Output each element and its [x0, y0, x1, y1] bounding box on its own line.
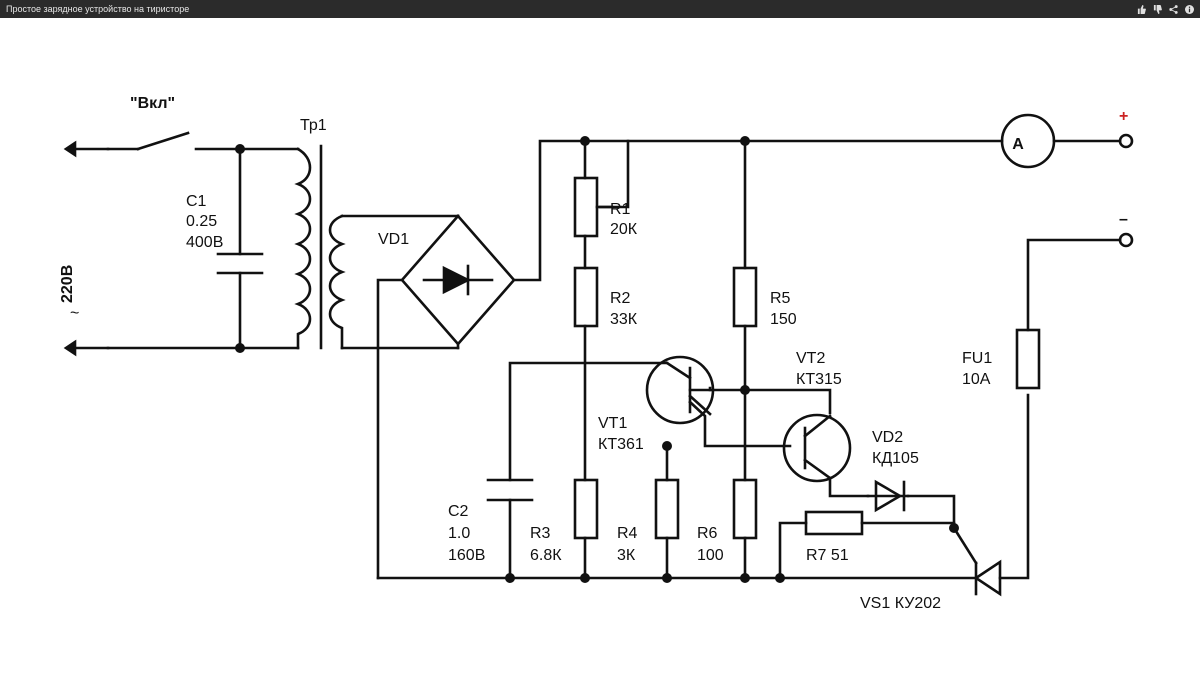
transformer-primary: [294, 147, 312, 350]
c2-name: C2: [448, 503, 469, 520]
resistor-r5: [732, 266, 758, 328]
resistor-r7: [804, 510, 864, 536]
resistor-r3: [573, 478, 599, 540]
r5-value: 150: [770, 311, 797, 328]
output-terminal-minus: [1118, 232, 1134, 248]
vt2-name: VT2: [796, 350, 825, 367]
resistor-r6: [732, 478, 758, 540]
ammeter-label: A: [1012, 136, 1024, 153]
capacitor-c2: [486, 478, 534, 502]
info-icon[interactable]: [1184, 4, 1194, 14]
r1-value: 20К: [610, 221, 638, 238]
resistor-r2: [573, 266, 599, 328]
resistor-r4: [654, 478, 680, 540]
r6-value: 100: [697, 547, 724, 564]
fuse-fu1: [1015, 328, 1041, 390]
r6-name: R6: [697, 525, 718, 542]
tr1-name: Тр1: [300, 117, 327, 134]
fu1-value: 10А: [962, 371, 991, 388]
vt1-name: VT1: [598, 415, 627, 432]
vt1-value: КТ361: [598, 436, 644, 453]
resistor-r1: [573, 176, 599, 238]
transistor-vt2: [782, 413, 852, 483]
r1-name: R1: [610, 201, 631, 218]
video-title: Простое зарядное устройство на тиристоре: [6, 4, 190, 14]
capacitor-c1: [216, 252, 264, 275]
r2-value: 33К: [610, 311, 638, 328]
c2-voltage: 160В: [448, 547, 485, 564]
r2-name: R2: [610, 290, 631, 307]
mains-voltage-label: 220В: [59, 265, 76, 303]
c1-voltage: 400В: [186, 234, 223, 251]
plus-sign: +: [1119, 108, 1128, 125]
video-title-bar: Простое зарядное устройство на тиристоре: [0, 0, 1200, 18]
output-terminal-plus: [1118, 133, 1134, 149]
fu1-name: FU1: [962, 350, 992, 367]
r4-name: R4: [617, 525, 638, 542]
thumbs-down-icon[interactable]: [1152, 4, 1162, 14]
thyristor-vs1: [952, 526, 978, 565]
video-frame[interactable]: "Вкл" 220В ~ C1 0.25 400В Тр1 VD1 R1 20К…: [0, 18, 1200, 675]
r4-value: 3К: [617, 547, 636, 564]
r3-name: R3: [530, 525, 551, 542]
ac-symbol: ~: [70, 305, 79, 322]
vd2-name: VD2: [872, 429, 903, 446]
r5-name: R5: [770, 290, 791, 307]
r3-value: 6.8К: [530, 547, 562, 564]
vt2-value: КТ315: [796, 371, 842, 388]
r7-label: R7 51: [806, 547, 849, 564]
circuit-schematic: "Вкл" 220В ~ C1 0.25 400В Тр1 VD1 R1 20К…: [59, 95, 1134, 612]
video-actions: [1136, 4, 1194, 14]
c1-value: 0.25: [186, 213, 217, 230]
c2-value: 1.0: [448, 525, 470, 542]
ammeter: [1000, 113, 1056, 169]
c1-name: C1: [186, 193, 207, 210]
thumbs-up-icon[interactable]: [1136, 4, 1146, 14]
vd1-name: VD1: [378, 231, 409, 248]
minus-sign: –: [1119, 211, 1128, 228]
switch-label: "Вкл": [130, 95, 175, 112]
power-switch: [136, 131, 190, 151]
share-icon[interactable]: [1168, 4, 1178, 14]
vd2-value: КД105: [872, 450, 919, 467]
vs1-label: VS1 КУ202: [860, 595, 941, 612]
